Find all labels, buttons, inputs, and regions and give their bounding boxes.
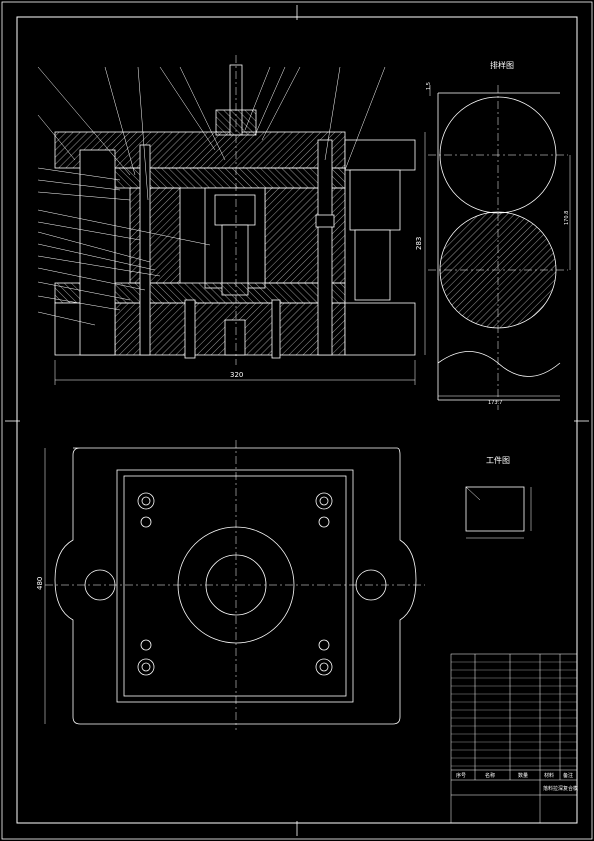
leader-lines bbox=[37, 66, 386, 326]
overall-width-label: 320 bbox=[230, 371, 243, 379]
strip-small-label: 1.5 bbox=[426, 82, 432, 90]
title-block-header-name: 名称 bbox=[485, 772, 495, 779]
strip-layout-title: 排样图 bbox=[490, 60, 514, 70]
die-section-view bbox=[54, 55, 416, 365]
strip-layout-view bbox=[428, 85, 571, 410]
title-block-header-material: 材料 bbox=[544, 772, 554, 779]
drawing-name: 落料拉深复合模 bbox=[543, 785, 578, 792]
workpiece-view bbox=[465, 486, 532, 539]
title-block-header-no: 序号 bbox=[456, 772, 466, 779]
die-height-label: 283 bbox=[415, 237, 423, 250]
plan-height-label: 480 bbox=[36, 577, 44, 590]
title-block-rows bbox=[451, 661, 577, 767]
title-block-header-remark: 备注 bbox=[563, 772, 573, 779]
die-plan-view bbox=[44, 440, 425, 730]
title-block bbox=[450, 653, 578, 824]
workpiece-title: 工件图 bbox=[486, 455, 510, 465]
title-block-header-qty: 数量 bbox=[518, 772, 528, 779]
overall-width-dimension bbox=[54, 360, 416, 385]
strip-width-label: 173.7 bbox=[488, 400, 502, 406]
strip-pitch-label: 170.8 bbox=[564, 211, 570, 225]
